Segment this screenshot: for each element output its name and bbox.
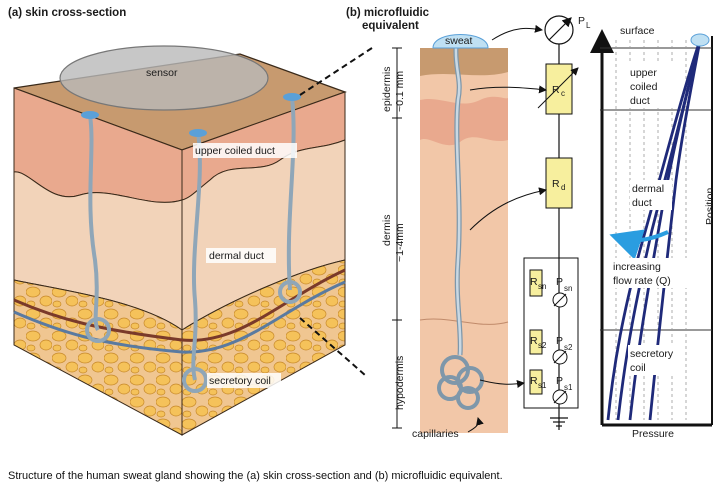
flow-rate-label: flow rate (Q) — [613, 275, 671, 287]
increasing-flow-arrow — [609, 229, 669, 260]
panel-a-title: (a) skin cross-section — [8, 7, 126, 19]
label-bg — [628, 345, 684, 375]
svg-text:P: P — [556, 375, 563, 387]
upper-label: upper — [630, 67, 657, 79]
coiled-label: coiled — [630, 81, 658, 93]
panel-b-microfluidic: (b) microfluidic equivalent epidermis ~0… — [346, 7, 591, 440]
coil-3 — [278, 280, 302, 304]
label-bg — [630, 180, 672, 210]
label-bg — [193, 143, 297, 158]
duct-label-1: duct — [630, 95, 650, 107]
sensor-label: sensor — [146, 67, 178, 79]
capillaries-arrow — [467, 417, 484, 433]
label-bg — [611, 258, 697, 288]
dermal-duct-label: dermal duct — [209, 250, 264, 262]
column-epidermis — [420, 96, 508, 146]
map-arrow-rc — [469, 85, 547, 94]
column-duct-core — [454, 47, 462, 356]
surface-droplet — [690, 33, 710, 47]
sweat-label: sweat — [445, 35, 473, 47]
label-bg — [628, 64, 674, 108]
upper-coiled-duct-label: upper coiled duct — [195, 145, 275, 157]
map-arrow-sweat — [491, 24, 543, 41]
pore-2 — [189, 129, 207, 137]
svg-text:R: R — [530, 375, 538, 387]
zoom-line-bottom — [299, 317, 366, 376]
svg-text:R: R — [530, 335, 538, 347]
epidermis-depth-label: ~0.1 mm — [394, 71, 406, 112]
sensor-disc — [59, 45, 269, 111]
duct-3 — [286, 97, 296, 291]
branch-s1: R s1 P s1 — [529, 369, 573, 405]
duct-label-2: duct — [632, 197, 652, 209]
capillaries-label: capillaries — [412, 428, 459, 440]
dermis-depth-label: ~1-4mm — [394, 223, 406, 262]
resistor-Rc — [545, 63, 573, 115]
svg-text:s1: s1 — [564, 383, 573, 392]
svg-text:s1: s1 — [538, 381, 547, 390]
dermal-label: dermal — [632, 183, 664, 195]
PL-P: P — [578, 15, 585, 27]
svg-text:s2: s2 — [564, 343, 573, 352]
secretory-branches — [523, 257, 579, 409]
label-bg — [206, 248, 276, 263]
branch-sn: R sn P sn — [529, 269, 572, 308]
column-surface — [420, 48, 508, 76]
svg-text:P: P — [556, 335, 563, 347]
svg-text:R: R — [530, 276, 538, 288]
label-bg — [207, 373, 281, 388]
Rd-R: R — [552, 178, 560, 190]
pressure-label: Pressure — [632, 428, 674, 440]
secretory-coil-label: secretory coil — [209, 375, 271, 387]
column-boundary — [419, 318, 509, 325]
svg-text:s2: s2 — [538, 341, 547, 350]
Rc-sub: c — [561, 89, 565, 98]
position-label: Position — [704, 187, 716, 225]
surface-label: surface — [620, 25, 655, 37]
sweat-droplet — [432, 34, 489, 49]
panel-b-title-1: (b) microfluidic — [346, 7, 430, 19]
increasing-label: increasing — [613, 261, 661, 273]
svg-text:sn: sn — [538, 282, 546, 291]
pore-1 — [81, 111, 99, 119]
figure-caption: Structure of the human sweat gland showi… — [8, 470, 503, 482]
Rc-R: R — [552, 84, 560, 96]
coil-1 — [85, 317, 111, 343]
secretory-label: secretory — [630, 348, 674, 360]
duct-2 — [191, 132, 202, 381]
dermis-label: dermis — [381, 214, 393, 246]
branch-s2: R s2 P s2 — [529, 329, 573, 365]
hypodermis-label: hypodermis — [394, 356, 406, 410]
map-arrow-rd — [469, 187, 547, 231]
map-arrow-coil — [479, 379, 525, 388]
epidermis-label: epidermis — [381, 66, 393, 112]
pore-3 — [283, 93, 301, 101]
label-bg — [618, 23, 676, 37]
vessel-blue — [13, 280, 346, 354]
panel-c-pressure-profile: Position Pressure surface upper coiled d… — [590, 23, 716, 440]
svg-text:P: P — [556, 276, 563, 288]
svg-text:sn: sn — [564, 284, 572, 293]
Rd-sub: d — [561, 183, 565, 192]
coil-label: coil — [630, 362, 646, 374]
panel-a-skin-block: (a) skin cross-section sensor upper coil… — [8, 7, 373, 436]
duct-1 — [88, 114, 100, 332]
panel-b-title-2: equivalent — [362, 20, 419, 32]
zoom-line-top — [299, 47, 373, 96]
resistor-Rd — [545, 157, 573, 209]
coil-2 — [182, 367, 208, 393]
PL-sub: L — [586, 21, 591, 30]
